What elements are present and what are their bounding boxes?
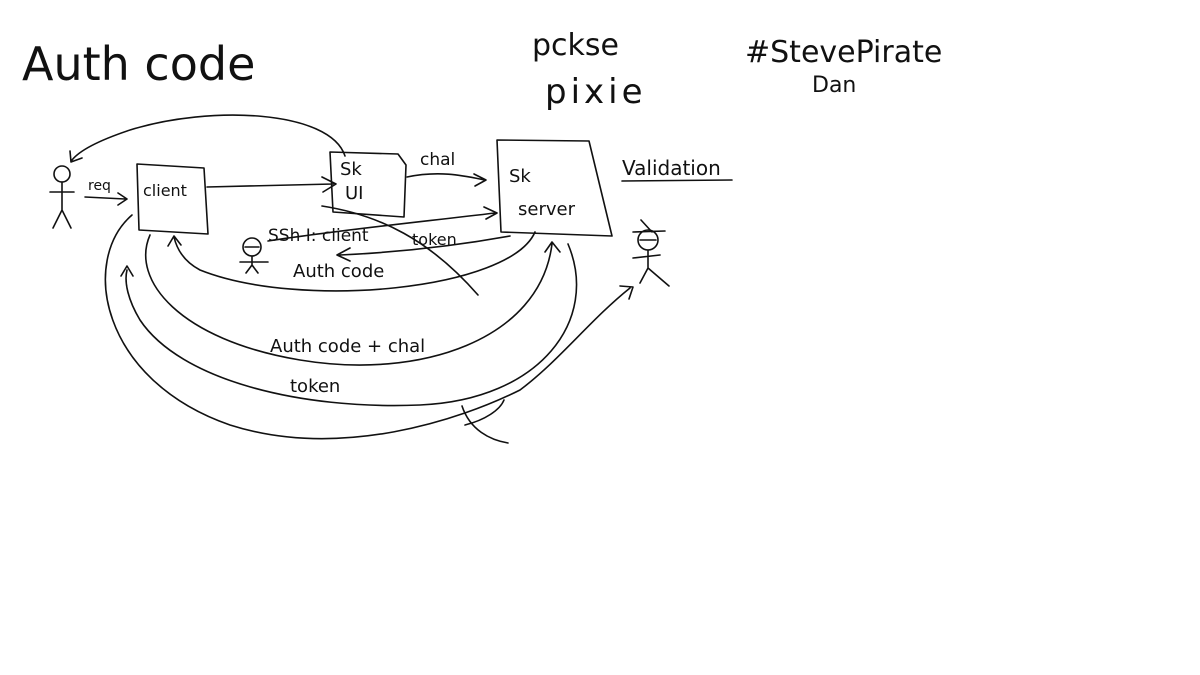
- user-figure: [49, 165, 75, 229]
- client-label: client: [143, 181, 187, 200]
- redirect-to-user-arrow: [69, 114, 346, 163]
- req-label: req: [88, 178, 111, 194]
- diagram-title: Auth code: [22, 37, 255, 91]
- note-hashtag: #StevePirate: [745, 35, 942, 70]
- sk-server-box: [496, 139, 613, 237]
- auth-code-inner-label: Auth code: [293, 261, 384, 282]
- sk-server-label-line1: Sk: [509, 166, 531, 187]
- req-arrow: [84, 192, 128, 206]
- chal-label: chal: [420, 150, 455, 170]
- sk-ui-label-line2: UI: [345, 183, 363, 204]
- token-inner-arrow: [336, 235, 511, 262]
- token-inner-label: token: [412, 230, 457, 249]
- token-outer-label: token: [290, 376, 340, 397]
- sk-ui-box: [329, 151, 407, 218]
- validation-underline: [621, 179, 733, 182]
- outer-arc-to-pirate: [104, 214, 634, 440]
- note-pixie: pixie: [545, 72, 647, 112]
- sk-ui-label-line1: Sk: [340, 159, 362, 180]
- token-outer-arc: [120, 243, 578, 407]
- small-figure: [239, 237, 269, 274]
- bottom-hook-stroke: [461, 399, 509, 444]
- note-pkce: pckse: [532, 28, 619, 63]
- sk-server-label-line2: server: [518, 199, 576, 220]
- chal-arrow: [406, 172, 487, 187]
- auth-code-chal-label: Auth code + chal: [270, 336, 425, 357]
- pirate-figure: [632, 219, 670, 287]
- validation-label: Validation: [622, 156, 721, 180]
- auth-code-chal-arc: [144, 234, 561, 366]
- ssh-arrow: [267, 206, 498, 242]
- auth-code-inner-arc: [167, 231, 536, 292]
- client-to-ui-arrow: [206, 176, 337, 193]
- ssh-label: SSh I: client: [268, 226, 369, 246]
- client-box: [136, 163, 209, 235]
- note-name: Dan: [812, 73, 856, 98]
